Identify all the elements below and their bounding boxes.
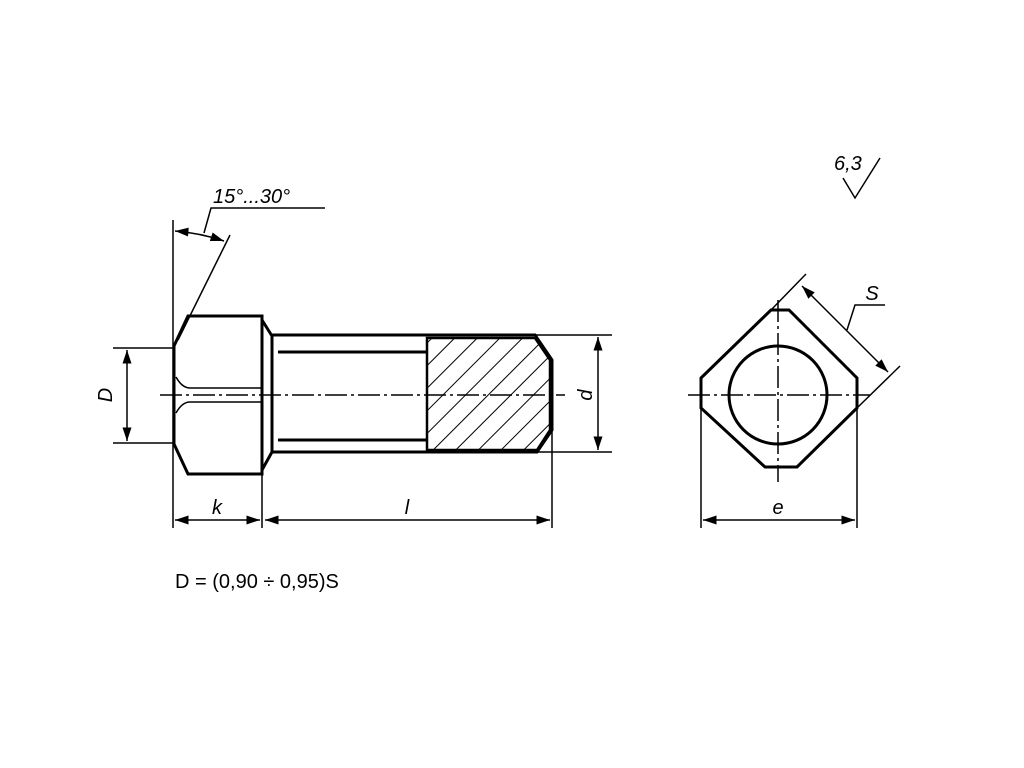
- angle-leader: [203, 207, 325, 234]
- formula: D = (0,90 ÷ 0,95)S: [175, 571, 339, 593]
- angle-label: 15°...30°: [213, 186, 290, 208]
- hatched-section: [425, 336, 552, 452]
- across-flats-label: S: [865, 283, 879, 305]
- across-flats-dimension-line: [801, 285, 889, 373]
- head-neck: [260, 319, 274, 471]
- head-chamfer-arcs: [175, 376, 262, 414]
- head-height-label: k: [212, 497, 223, 519]
- across-corners-label: e: [772, 497, 783, 519]
- head-diameter-label: D: [95, 388, 117, 402]
- flat-extension-bottom: [856, 365, 901, 409]
- surface-roughness-symbol: 6,3: [834, 153, 881, 200]
- length-label: l: [405, 497, 410, 519]
- roughness-value: 6,3: [834, 153, 862, 175]
- angle-arc: [174, 227, 225, 242]
- chamfer-angle-line: [177, 234, 231, 341]
- flat-extension-top: [770, 273, 807, 311]
- side-view: D d k l 15°...30°: [95, 186, 612, 528]
- end-view: S e: [688, 273, 901, 528]
- thread-diameter-label: d: [575, 389, 597, 401]
- roughness-check-icon: [842, 157, 881, 200]
- screw-head-outline: [172, 314, 264, 476]
- across-flats-leader: [846, 304, 885, 331]
